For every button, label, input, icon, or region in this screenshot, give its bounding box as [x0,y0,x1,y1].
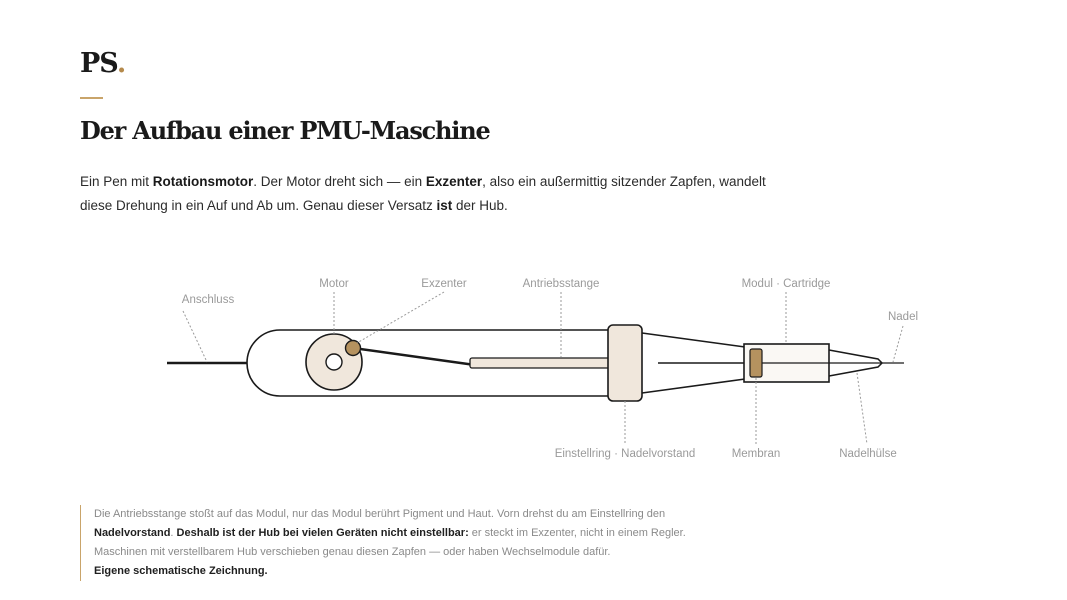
accent-rule [80,97,103,99]
page-title: Der Aufbau einer PMU-Maschine [80,116,491,145]
membrane-shape [749,348,763,378]
motor-axle [325,353,343,371]
logo-dot: . [116,48,126,79]
label-membran: Membran [732,448,781,460]
caption-bold-source: Eigene schematische Zeichnung. [94,565,268,577]
leader-anschluss [182,310,208,363]
intro-bold-rotationsmotor: Rotationsmotor [152,174,254,189]
caption-text-3: er steckt im Exzenter, nicht in einem Re… [94,527,686,558]
label-exzenter: Exzenter [421,278,467,290]
intro-bold-ist: ist [436,198,453,213]
label-antriebsstange: Antriebsstange [523,278,600,290]
intro-text-2: . Der Motor dreht sich — ein [253,174,426,189]
label-nadelhuelse: Nadelhülse [839,448,897,460]
caption-text-1: Die Antriebsstange stoßt auf das Modul, … [94,508,666,520]
eccentric-link [352,346,476,367]
label-nadel: Nadel [888,311,918,323]
label-motor: Motor [319,278,349,290]
logo-text: PS [80,48,118,79]
eccentric-pin [344,339,362,357]
leader-nadelhuelse [856,372,868,445]
figure-caption: Die Antriebsstange stoßt auf das Modul, … [80,505,714,581]
intro-text-1: Ein Pen mit [80,174,153,189]
label-einstellring: Einstellring · Nadelvorstand [555,448,696,460]
front-cone [641,332,746,394]
brand-logo: PS. [80,48,126,79]
intro-text-4: der Hub. [452,198,508,213]
leader-nadel [892,325,904,363]
intro-bold-exzenter: Exzenter [425,174,483,189]
intro-text-3: , also ein außermittig sitzender Zapfen,… [80,174,766,213]
leader-exzenter [356,291,445,344]
label-anschluss: Anschluss [182,294,235,306]
caption-bold-hub: Deshalb ist der Hub bei vielen Geräten n… [176,527,469,539]
drive-bar [469,357,611,369]
caption-text-2: . [170,527,177,539]
label-modul-cartridge: Modul · Cartridge [742,278,831,290]
adjustment-ring [607,324,643,402]
caption-bold-nadelvorstand: Nadelvorstand [94,527,171,539]
intro-paragraph: Ein Pen mit Rotationsmotor. Der Motor dr… [80,170,780,218]
pmu-machine-diagram: Anschluss Motor Exzenter Antriebsstange … [167,278,918,460]
